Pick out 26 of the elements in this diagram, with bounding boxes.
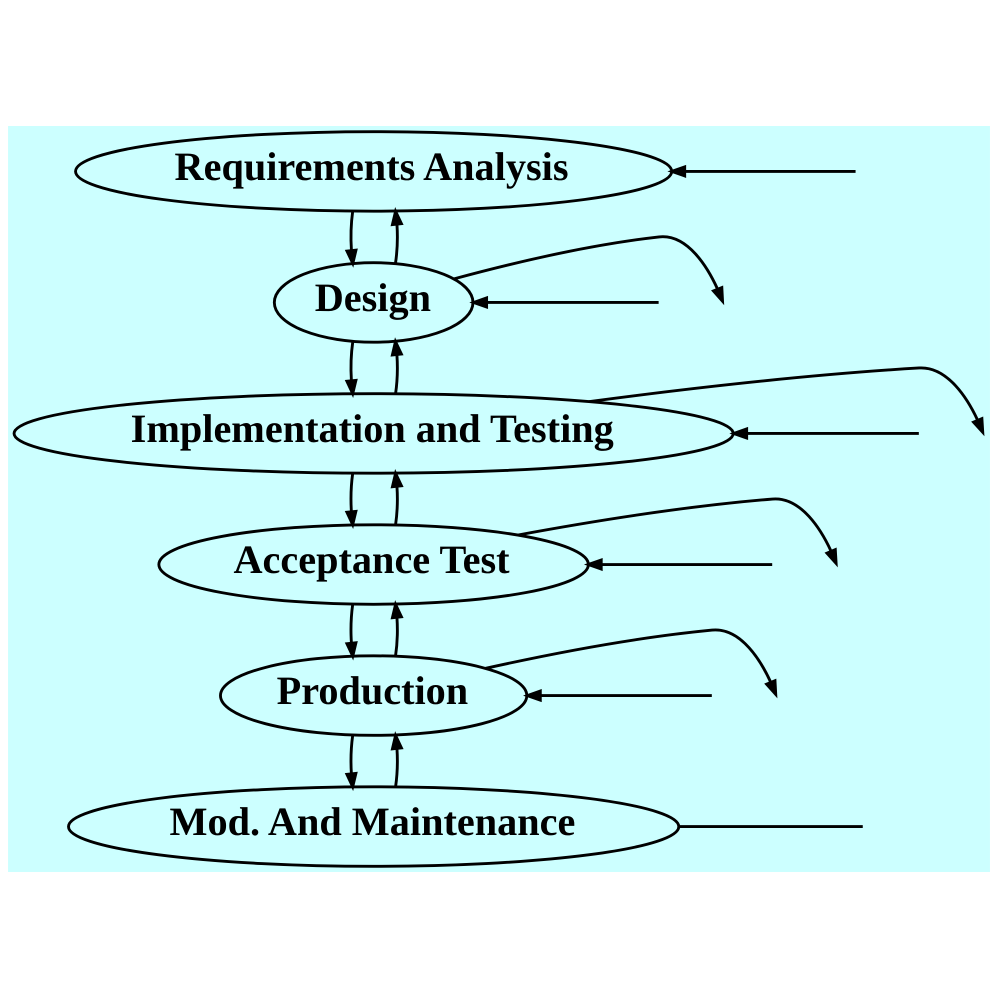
node-ellipse: Mod. And Maintenance: [67, 784, 680, 868]
arrow: [390, 468, 404, 524]
arrow: [485, 628, 778, 698]
arrow: [523, 688, 712, 702]
node-ellipse: Implementation and Testing: [12, 392, 735, 474]
arrow: [469, 295, 659, 308]
arrow: [390, 730, 404, 786]
arrow: [729, 426, 919, 440]
node-ellipse: Acceptance Test: [157, 522, 590, 606]
arrow: [344, 604, 358, 660]
arrow: [390, 600, 404, 656]
arrow: [344, 472, 358, 528]
arrow: [344, 340, 358, 398]
arrow: [390, 336, 404, 394]
arrow: [667, 164, 856, 178]
arrow: [390, 206, 404, 264]
arrow: [588, 366, 984, 436]
arrow: [517, 497, 838, 567]
arrow: [584, 557, 772, 571]
arrow: [454, 234, 724, 305]
node-ellipse: Production: [219, 654, 528, 736]
arrow: [344, 734, 358, 791]
node-ellipse: Requirements Analysis: [74, 130, 674, 212]
arrow: [344, 210, 358, 268]
node-ellipse: Design: [272, 260, 474, 344]
connector: [679, 824, 863, 828]
